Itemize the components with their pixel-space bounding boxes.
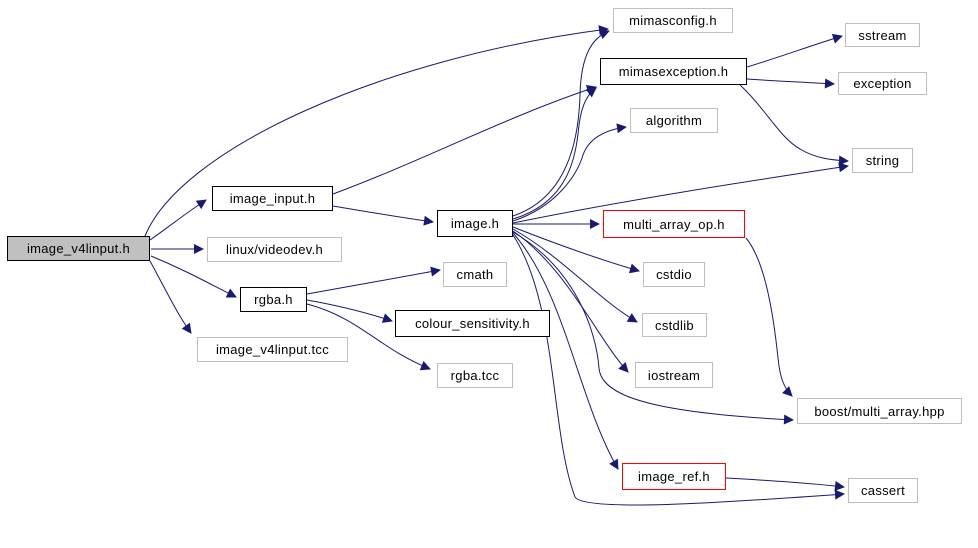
node-label: mimasconfig.h	[629, 13, 717, 28]
edge-rgba-h-to-colour-sensitivity-h	[306, 299, 393, 323]
edge-image-input-h-to-image-h	[332, 205, 434, 226]
edge-image-ref-h-to-cassert	[725, 477, 845, 491]
node-label: exception	[853, 76, 912, 91]
node-mimasexception-h[interactable]: mimasexception.h	[600, 58, 747, 85]
node-algorithm[interactable]: algorithm	[630, 108, 718, 133]
edge-image-input-h-to-mimasexception-h	[332, 85, 597, 195]
node-mimasconfig-h[interactable]: mimasconfig.h	[613, 8, 733, 33]
node-image-v4linput-tcc[interactable]: image_v4linput.tcc	[197, 337, 348, 362]
node-exception[interactable]: exception	[838, 72, 927, 95]
edge-image-h-to-algorithm	[512, 123, 627, 222]
node-cassert[interactable]: cassert	[848, 478, 918, 503]
edge-image-v4linput-h-to-image-input-h	[149, 199, 207, 241]
node-label: image_v4linput.h	[26, 241, 131, 256]
node-label: rgba.tcc	[450, 368, 500, 383]
node-string[interactable]: string	[852, 148, 913, 173]
edge-image-h-to-mimasexception-h	[512, 87, 597, 220]
node-image-v4linput-h[interactable]: image_v4linput.h	[7, 236, 150, 261]
node-cstdio[interactable]: cstdio	[643, 262, 705, 287]
node-label: algorithm	[645, 113, 703, 128]
node-image-ref-h[interactable]: image_ref.h	[622, 463, 726, 490]
edge-multi-array-op-h-to-boost-multi-array-hpp	[745, 237, 793, 397]
edge-image-h-to-image-ref-h	[512, 232, 619, 470]
node-label: image_ref.h	[638, 469, 710, 484]
node-label: image_input.h	[229, 191, 316, 206]
node-multi-array-op-h[interactable]: multi_array_op.h	[603, 210, 745, 238]
node-sstream[interactable]: sstream	[845, 23, 920, 47]
node-linux-videodev-h[interactable]: linux/videodev.h	[207, 237, 342, 262]
node-label: cmath	[456, 267, 494, 282]
node-label: linux/videodev.h	[225, 242, 324, 257]
edge-rgba-h-to-rgba-tcc	[306, 303, 431, 371]
node-label: mimasexception.h	[618, 64, 729, 79]
node-label: cstdio	[656, 267, 692, 282]
node-label: multi_array_op.h	[623, 216, 725, 232]
node-label: image.h	[450, 216, 500, 231]
node-image-input-h[interactable]: image_input.h	[212, 186, 333, 211]
node-label: cstdlib	[655, 317, 694, 333]
edge-image-v4linput-h-to-mimasconfig-h	[144, 25, 609, 237]
edge-mimasexception-h-to-string	[739, 84, 849, 166]
edge-image-h-to-mimasconfig-h	[512, 29, 610, 217]
edge-image-v4linput-h-to-rgba-h	[150, 255, 237, 298]
node-label: boost/multi_array.hpp	[814, 403, 945, 419]
node-cmath[interactable]: cmath	[443, 262, 507, 287]
edge-rgba-h-to-cmath	[306, 266, 441, 295]
node-image-h[interactable]: image.h	[437, 210, 513, 237]
node-label: rgba.h	[254, 292, 293, 307]
edge-image-h-to-cstdio	[512, 226, 640, 274]
edge-mimasexception-h-to-sstream	[746, 33, 843, 68]
node-label: sstream	[858, 27, 907, 43]
node-label: cassert	[860, 483, 905, 498]
edge-mimasexception-h-to-exception	[746, 78, 835, 89]
node-iostream[interactable]: iostream	[635, 362, 713, 388]
node-colour-sensitivity-h[interactable]: colour_sensitivity.h	[395, 310, 550, 337]
node-label: image_v4linput.tcc	[215, 342, 330, 357]
node-rgba-tcc[interactable]: rgba.tcc	[437, 363, 513, 388]
node-label: string	[865, 153, 900, 168]
edge-image-h-to-string	[512, 162, 849, 224]
node-label: colour_sensitivity.h	[415, 316, 530, 331]
edge-image-v4linput-h-to-image-v4linput-tcc	[149, 260, 192, 334]
edge-image-h-to-boost-multi-array-hpp	[512, 231, 794, 425]
edge-image-h-to-cstdlib	[512, 228, 638, 323]
node-cstdlib[interactable]: cstdlib	[642, 313, 707, 337]
edge-image-h-to-iostream	[512, 230, 629, 373]
node-label: iostream	[647, 367, 701, 383]
node-rgba-h[interactable]: rgba.h	[240, 287, 307, 312]
node-boost-multi-array-hpp[interactable]: boost/multi_array.hpp	[797, 398, 962, 424]
